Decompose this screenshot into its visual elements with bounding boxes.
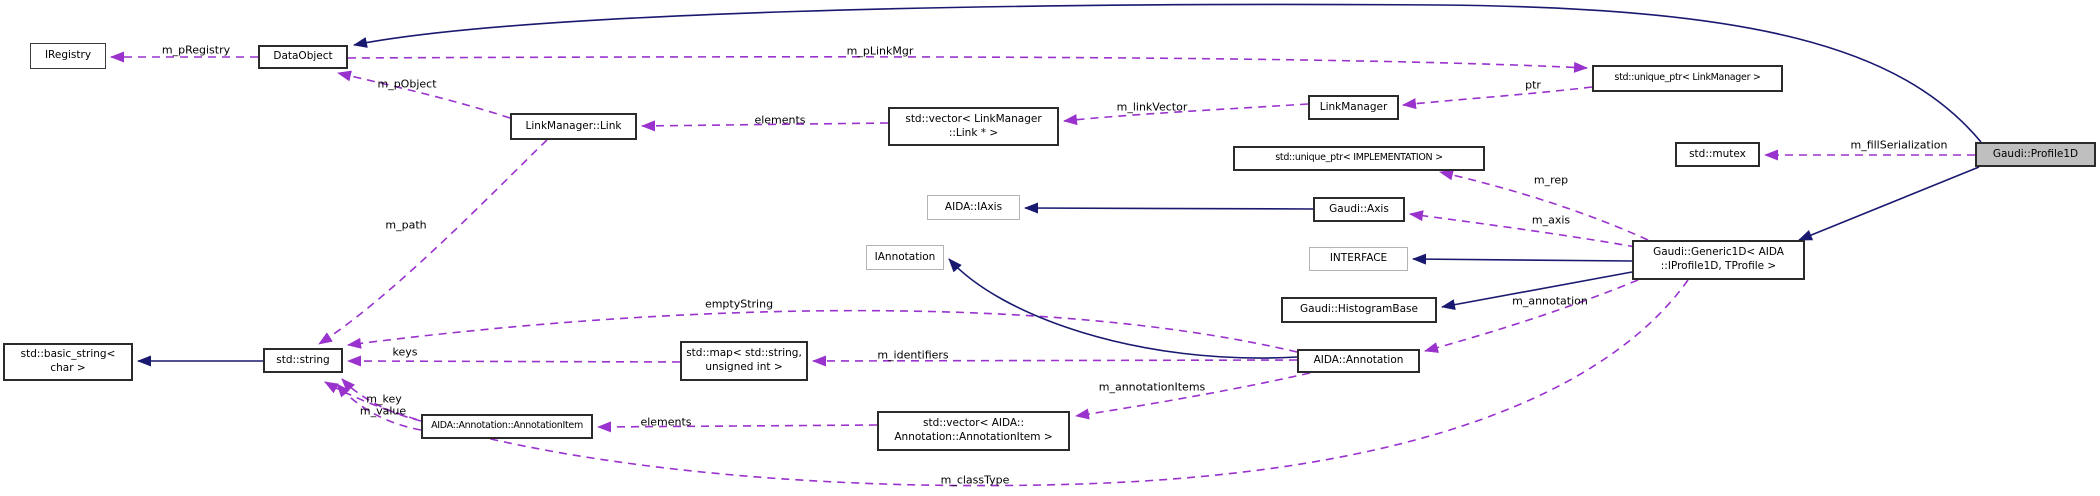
class-node-vector-annotationitem[interactable]: std::vector< AIDA:: Annotation::Annotati… <box>877 411 1070 451</box>
class-node-basic-string[interactable]: std::basic_string< char > <box>3 343 133 381</box>
edge-vector-annotationitem-to-annotationitem <box>597 421 878 433</box>
edge-generic1d-to-gaudi-axis <box>1409 210 1637 248</box>
class-node-std-string[interactable]: std::string <box>263 348 343 373</box>
class-node-mutex[interactable]: std::mutex <box>1675 142 1760 167</box>
class-node-histogrambase[interactable]: Gaudi::HistogramBase <box>1281 297 1437 323</box>
edge-generic1d-to-unique-ptr-implementation <box>1439 169 1649 241</box>
edge-generic1d-to-histogrambase <box>1441 271 1633 311</box>
class-node-iannotation[interactable]: IAnnotation <box>866 245 944 270</box>
class-node-unique-ptr-implementation[interactable]: std::unique_ptr< IMPLEMENTATION > <box>1233 146 1485 171</box>
edge-annotationitem-to-std-string <box>336 383 422 431</box>
edge-generic1d-to-aida-annotation <box>1424 279 1639 353</box>
class-node-interface[interactable]: INTERFACE <box>1309 247 1408 271</box>
class-node-aida-iaxis[interactable]: AIDA::IAxis <box>927 195 1020 220</box>
class-node-aida-annotation[interactable]: AIDA::Annotation <box>1297 349 1420 373</box>
class-node-unique-ptr-linkmanager[interactable]: std::unique_ptr< LinkManager > <box>1592 65 1783 92</box>
class-node-gaudi-axis[interactable]: Gaudi::Axis <box>1313 197 1405 222</box>
class-node-linkmanager[interactable]: LinkManager <box>1308 95 1399 120</box>
edge-generic1d-to-std-string <box>324 279 1689 487</box>
edge-aida-annotation-to-std-map <box>812 355 1298 367</box>
edge-linkmanager-link-to-std-string <box>318 139 548 345</box>
edge-unique-ptr-linkmanager-to-linkmanager <box>1402 86 1593 110</box>
class-node-linkmanager-link[interactable]: LinkManager::Link <box>510 113 637 140</box>
class-node-iregistry[interactable]: IRegistry <box>30 43 106 69</box>
edge-aida-annotation-to-std-string <box>347 309 1298 353</box>
class-node-vector-link[interactable]: std::vector< LinkManager ::Link * > <box>888 107 1059 146</box>
edge-linkmanager-to-vector-link <box>1063 103 1309 126</box>
edge-vector-link-to-linkmanager-link <box>641 120 889 132</box>
class-node-annotationitem[interactable]: AIDA::Annotation::AnnotationItem <box>421 414 593 439</box>
edge-linkmanager-link-to-dataobject <box>337 70 511 119</box>
class-node-profile1d[interactable]: Gaudi::Profile1D <box>1975 142 2096 167</box>
edge-aida-annotation-to-vector-annotationitem <box>1075 372 1311 420</box>
edge-profile1d-to-generic1d <box>1798 166 1980 241</box>
edge-profile1d-to-dataobject <box>353 3 1982 143</box>
class-node-std-map[interactable]: std::map< std::string, unsigned int > <box>680 341 808 381</box>
edge-gaudi-axis-to-aida-iaxis <box>1024 202 1314 214</box>
class-node-generic1d[interactable]: Gaudi::Generic1D< AIDA ::IProfile1D, TPr… <box>1632 240 1805 280</box>
class-node-dataobject[interactable]: DataObject <box>258 45 348 69</box>
edge-std-map-to-std-string <box>347 355 681 367</box>
edge-generic1d-to-interface <box>1412 253 1633 265</box>
edge-dataobject-to-unique-ptr-linkmanager <box>347 56 1588 73</box>
edge-aida-annotation-to-iannotation <box>948 258 1298 359</box>
